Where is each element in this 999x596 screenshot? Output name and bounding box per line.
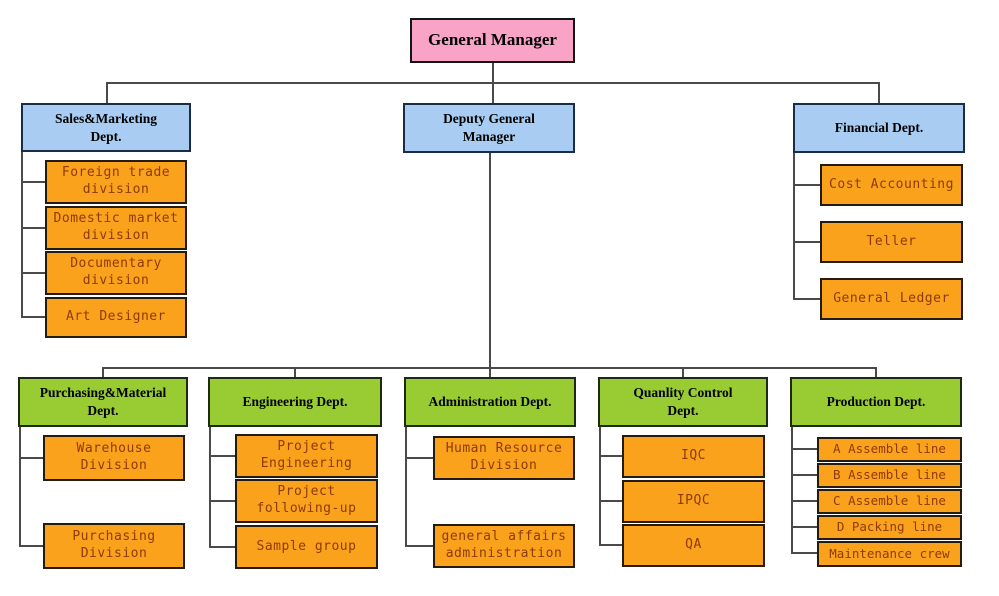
node-c-assemble-line: C Assemble line [817,489,962,514]
node-foreign-trade-division: Foreign trade division [45,160,187,204]
connector-line [791,526,817,528]
node-teller: Teller [820,221,963,263]
node-art-designer: Art Designer [45,297,187,338]
connector-line [599,455,622,457]
connector-line [209,546,235,548]
node-documentary-division: Documentary division [45,251,187,295]
connector-line [599,544,622,546]
connector-line [19,457,43,459]
connector-line [489,367,491,377]
connector-line [791,500,817,502]
connector-line [19,427,21,547]
node-general-ledger: General Ledger [820,278,963,320]
node-sample-group: Sample group [235,525,378,569]
node-project-following-up: Project following-up [235,479,378,523]
connector-line [791,474,817,476]
connector-line [599,427,601,546]
node-financial-dept: Financial Dept. [793,103,965,153]
connector-line [209,500,235,502]
connector-line [106,82,880,84]
connector-line [106,82,108,103]
connector-line [405,427,407,547]
node-purchasing-division: Purchasing Division [43,523,185,569]
connector-line [294,367,296,377]
node-ipqc: IPQC [622,480,765,523]
node-general-affairs-administration: general affairs administration [433,524,575,568]
node-deputy-general-manager: Deputy General Manager [403,103,575,153]
node-b-assemble-line: B Assemble line [817,463,962,488]
connector-line [21,272,45,274]
connector-line [793,298,820,300]
connector-line [791,427,793,553]
node-cost-accounting: Cost Accounting [820,164,963,206]
node-a-assemble-line: A Assemble line [817,437,962,462]
connector-line [791,448,817,450]
connector-line [793,153,795,300]
connector-line [405,457,433,459]
node-qa: QA [622,524,765,567]
connector-line [793,241,820,243]
connector-line [405,545,433,547]
node-administration-dept: Administration Dept. [404,377,576,427]
node-maintenance-crew: Maintenance crew [817,541,962,567]
node-d-packing-line: D Packing line [817,515,962,540]
node-purchasing-material-dept: Purchasing&Material Dept. [18,377,188,427]
connector-line [21,227,45,229]
node-human-resource-division: Human Resource Division [433,436,575,480]
node-domestic-market-division: Domestic market division [45,206,187,250]
connector-line [599,500,622,502]
node-engineering-dept: Engineering Dept. [208,377,382,427]
node-quality-control-dept: Quanlity Control Dept. [598,377,768,427]
connector-line [791,552,817,554]
connector-line [21,316,45,318]
connector-line [209,455,235,457]
connector-line [21,181,45,183]
node-project-engineering: Project Engineering [235,434,378,478]
node-sales-marketing-dept: Sales&Marketing Dept. [21,103,191,152]
node-iqc: IQC [622,435,765,478]
connector-line [878,82,880,103]
connector-line [102,367,104,377]
connector-line [682,367,684,377]
connector-line [19,545,43,547]
connector-line [875,367,877,377]
connector-line [209,427,211,548]
node-production-dept: Production Dept. [790,377,962,427]
node-warehouse-division: Warehouse Division [43,435,185,481]
connector-line [793,184,820,186]
connector-line [21,152,23,317]
connector-line [489,153,491,368]
node-general-manager: General Manager [410,18,575,63]
